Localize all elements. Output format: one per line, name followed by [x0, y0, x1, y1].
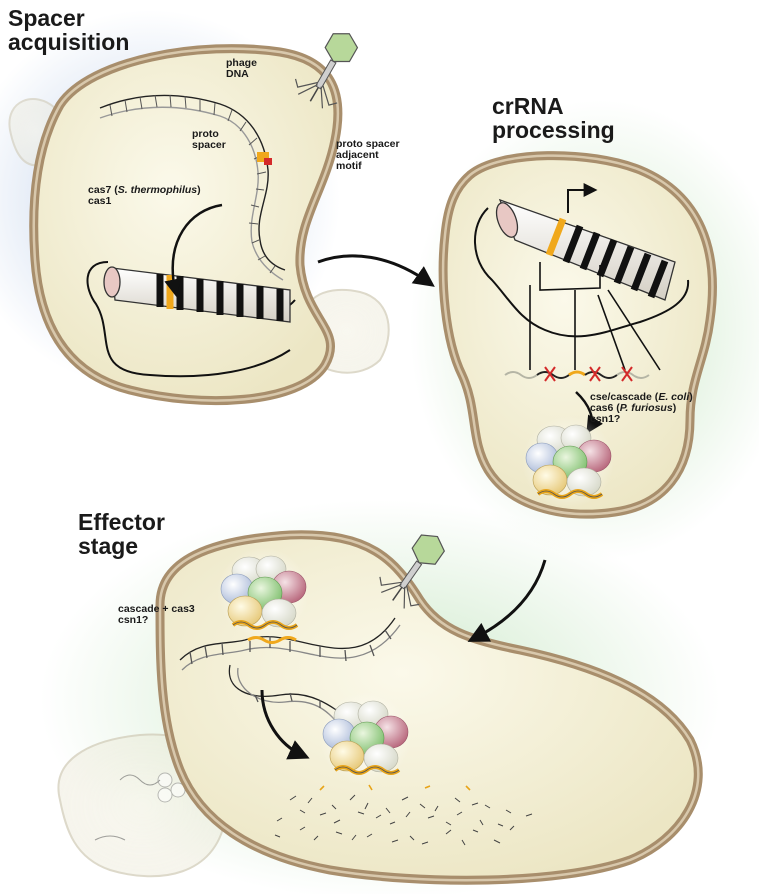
- organism-s-thermophilus: S. thermophilus: [118, 184, 197, 196]
- stage-title-effector-line2: stage: [78, 534, 165, 558]
- stage-title-processing: crRNA processing: [492, 94, 615, 142]
- cell-processing: [443, 156, 712, 515]
- organism-p-furiosus: P. furiosus: [620, 402, 673, 414]
- stage-title-effector-line1: Effector: [78, 510, 165, 534]
- stage-title-processing-line1: crRNA: [492, 94, 615, 118]
- label-proto-spacer-line2: spacer: [192, 140, 226, 151]
- stage-title-effector: Effector stage: [78, 510, 165, 558]
- stage-title-acquisition: Spacer acquisition: [8, 6, 129, 54]
- label-phage-dna-line2: DNA: [226, 69, 257, 80]
- gene-cas1: cas1: [88, 196, 201, 207]
- stage-title-acquisition-line1: Spacer: [8, 6, 129, 30]
- stage-arrow-1-to-2: [318, 256, 428, 282]
- pam-segment: [264, 158, 272, 165]
- label-phage-dna: phage DNA: [226, 58, 257, 80]
- label-pam: proto spacer adjacent motif: [336, 139, 400, 172]
- label-effector-genes: cascade + cas3 csn1?: [118, 604, 195, 626]
- label-effector-genes-line2: csn1?: [118, 615, 195, 626]
- gene-csn1-processing: csn1?: [590, 414, 693, 425]
- label-acquisition-genes: cas7 (S. thermophilus) cas1: [88, 185, 201, 207]
- stage-title-processing-line2: processing: [492, 118, 615, 142]
- cascade-complex-effector-1: [217, 547, 309, 639]
- label-proto-spacer: proto spacer: [192, 129, 226, 151]
- label-processing-genes: cse/cascade (E. coli) cas6 (P. furiosus)…: [590, 392, 693, 425]
- stage-title-acquisition-line2: acquisition: [8, 30, 129, 54]
- cascade-complex-processing: [522, 416, 614, 508]
- label-pam-line3: motif: [336, 161, 400, 172]
- cascade-complex-effector-2: [319, 692, 411, 784]
